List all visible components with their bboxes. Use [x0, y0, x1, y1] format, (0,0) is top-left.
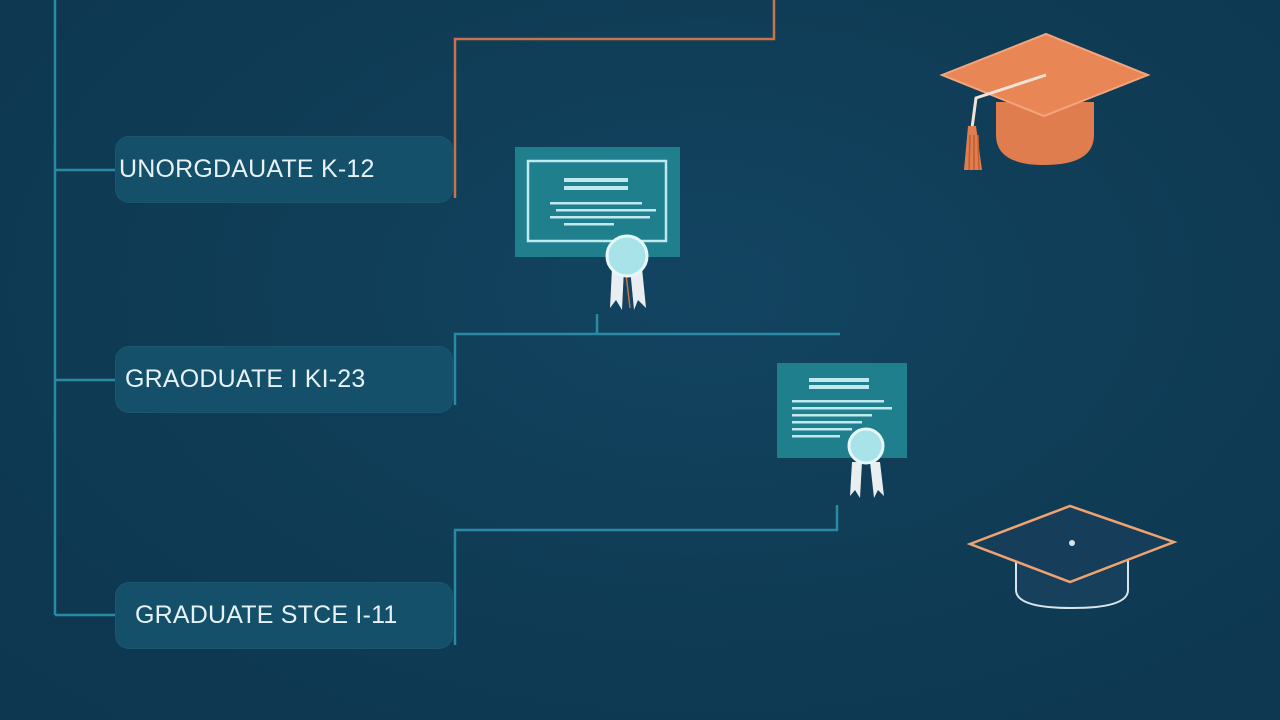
level-label: UNORGDAUATE K-12 — [119, 155, 375, 183]
teal-connector-3 — [453, 505, 839, 645]
level-box-graduate: GRAODUATE I KI-23 — [115, 346, 453, 413]
graduation-cap-orange-icon — [939, 32, 1151, 171]
level-label: GRADUATE STCE I-11 — [135, 601, 398, 629]
teal-connector-2 — [453, 332, 840, 405]
graduation-cap-navy-icon — [966, 504, 1178, 610]
level-box-graduate-stce: GRADUATE STCE I-11 — [115, 582, 453, 649]
certificate-icon — [515, 147, 680, 310]
certificate-icon — [777, 363, 907, 498]
level-label: GRAODUATE I KI-23 — [125, 365, 366, 393]
level-box-undergraduate: UNORGDAUATE K-12 — [115, 136, 453, 203]
orange-connector — [453, 0, 776, 198]
